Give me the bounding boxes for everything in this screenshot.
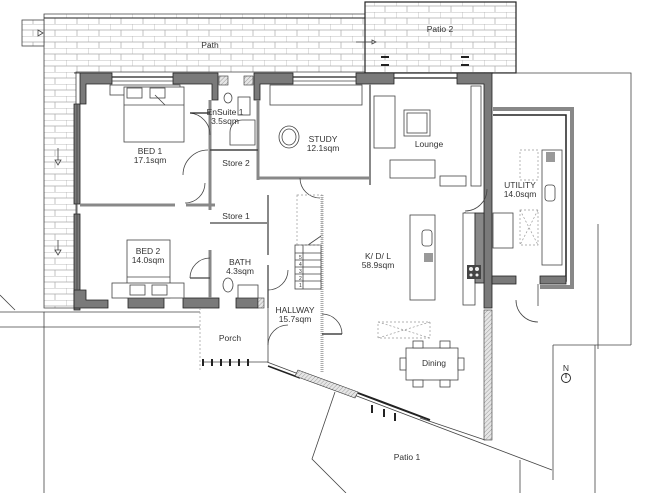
windows [76,76,457,290]
staircase: 5 4 3 2 1 [294,194,323,290]
label-ensuite-1: EnSuite 1 [207,107,244,117]
entry-arrows [54,148,62,256]
label-utility: UTILITY [504,180,536,190]
utility-walls [491,107,574,289]
label-kdl-area: 58.9sqm [362,260,395,270]
label-utility-area: 14.0sqm [504,189,537,199]
patio-2-paving [356,1,517,74]
porch-steps [202,359,268,366]
label-study-area: 12.1sqm [307,143,340,153]
svg-text:5: 5 [299,255,302,261]
label-store-2: Store 2 [222,158,250,168]
svg-text:2: 2 [299,276,302,282]
label-porch: Porch [219,333,241,343]
svg-text:N: N [563,363,569,373]
svg-text:4: 4 [299,262,302,268]
external-walls [73,72,493,441]
label-bed-1: BED 1 [138,146,163,156]
label-lounge: Lounge [415,139,444,149]
label-bed-2-area: 14.0sqm [132,255,165,265]
site-boundary [0,72,632,493]
label-ensuite-1-area: 3.5sqm [211,116,239,126]
label-patio-2: Patio 2 [427,24,454,34]
label-patio-1: Patio 1 [394,452,421,462]
label-dining: Dining [422,358,446,368]
label-study: STUDY [309,134,338,144]
doors [182,112,539,346]
internal-walls [80,84,485,372]
slanted-glazing [267,365,486,441]
svg-text:3: 3 [299,269,302,275]
label-bath-area: 4.3sqm [226,266,254,276]
north-arrow-icon: N [561,363,571,383]
label-hallway-area: 15.7sqm [279,314,312,324]
label-path: Path [201,40,219,50]
label-kdl: K/ D/ L [365,251,391,261]
label-bath: BATH [229,257,251,267]
label-bed-1-area: 17.1sqm [134,155,167,165]
label-bed-2: BED 2 [136,246,161,256]
label-hallway: HALLWAY [275,305,314,315]
room-labels: Path Patio 2 BED 1 17.1sqm EnSuite 1 3.5… [132,24,537,462]
label-store-1: Store 1 [222,211,250,221]
furniture [109,84,563,388]
svg-text:1: 1 [299,283,302,289]
